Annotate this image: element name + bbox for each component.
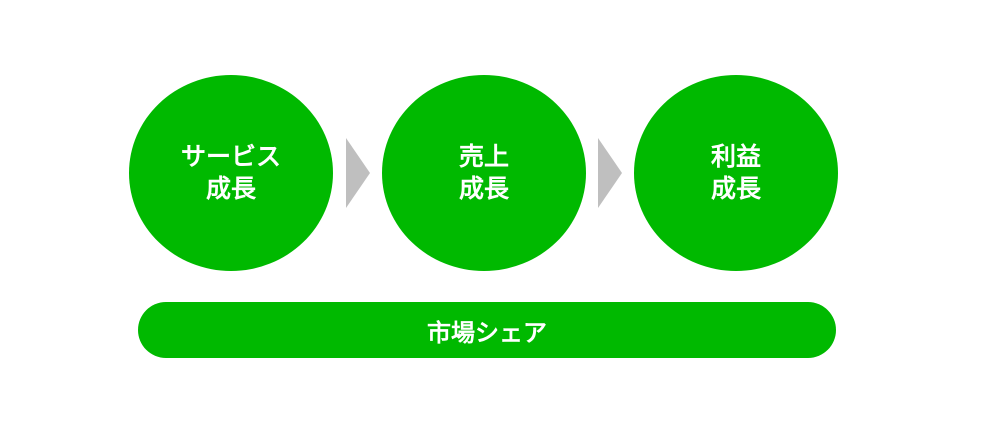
- service-growth-circle: サービス 成長: [129, 75, 333, 271]
- market-share-label: 市場シェア: [427, 318, 547, 347]
- service-growth-label-line1: サービス: [180, 142, 281, 171]
- service-growth-label-line2: 成長: [205, 174, 256, 203]
- sales-growth-label-line2: 成長: [458, 174, 509, 203]
- sales-growth-label-line1: 売上: [458, 142, 509, 171]
- profit-growth-circle: 利益 成長: [634, 75, 838, 271]
- sales-growth-circle: 売上 成長: [382, 75, 586, 271]
- arrow-right-icon: [598, 138, 622, 208]
- arrow-right-icon: [346, 138, 370, 208]
- profit-growth-label-line1: 利益: [710, 142, 761, 171]
- market-share-bar: 市場シェア: [138, 302, 836, 358]
- profit-growth-label-line2: 成長: [710, 174, 761, 203]
